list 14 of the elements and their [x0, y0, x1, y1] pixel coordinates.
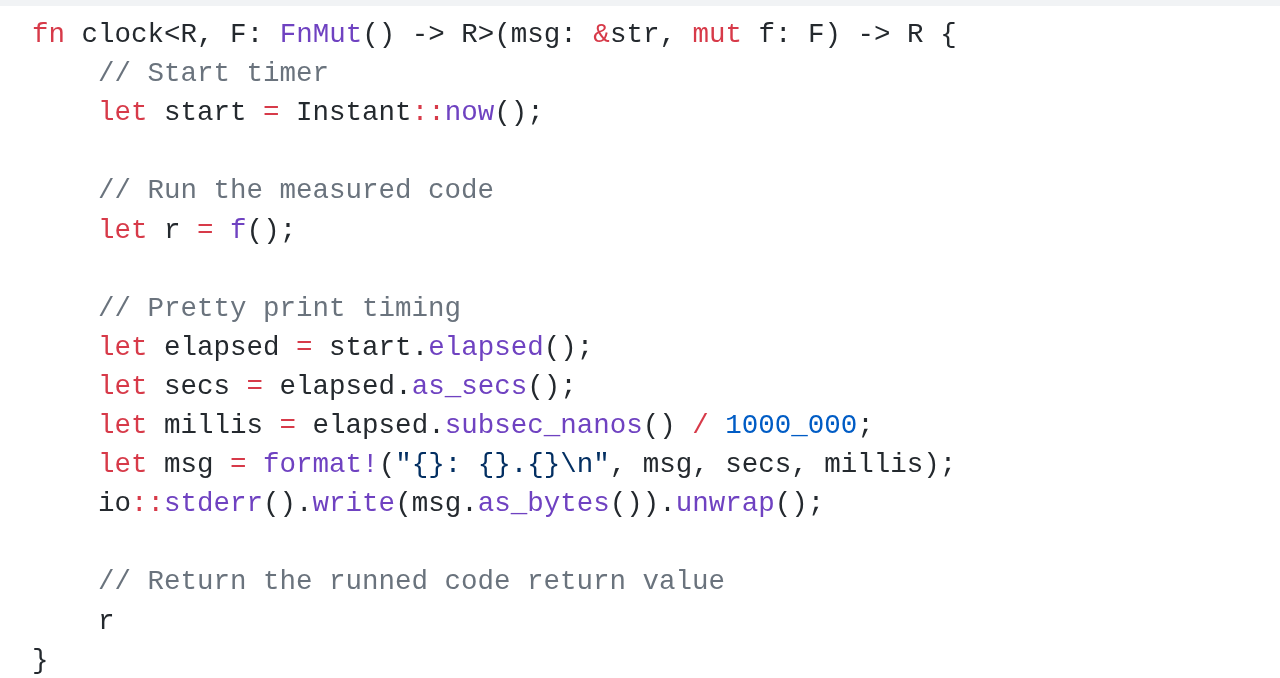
code-comment: // Run the measured code [98, 174, 495, 209]
code-line: let start = Instant::now(); [98, 96, 544, 131]
code-line: io::stderr().write(msg.as_bytes()).unwrap(); [98, 487, 825, 522]
code-line: let elapsed = start.elapsed(); [98, 330, 594, 365]
code-comment: // Return the runned code return value [98, 565, 726, 600]
code-line: } [32, 643, 49, 678]
code-line: let millis = elapsed.subsec_nanos() / 1000_000; [98, 409, 874, 443]
code-line: fn clock<R, F: FnMut() -> R>(msg: &str, mut f: F) -> R { [32, 18, 957, 52]
code-line: let msg = format!("{}: {}.{}\n", msg, secs, millis); [98, 448, 957, 483]
code-line: let secs = elapsed.as_secs(); [98, 369, 577, 404]
code-comment: // Pretty print timing [98, 291, 462, 326]
code-comment: // Start timer [98, 57, 330, 92]
code-line: r [98, 604, 115, 639]
code-line: let r = f(); [98, 213, 297, 248]
